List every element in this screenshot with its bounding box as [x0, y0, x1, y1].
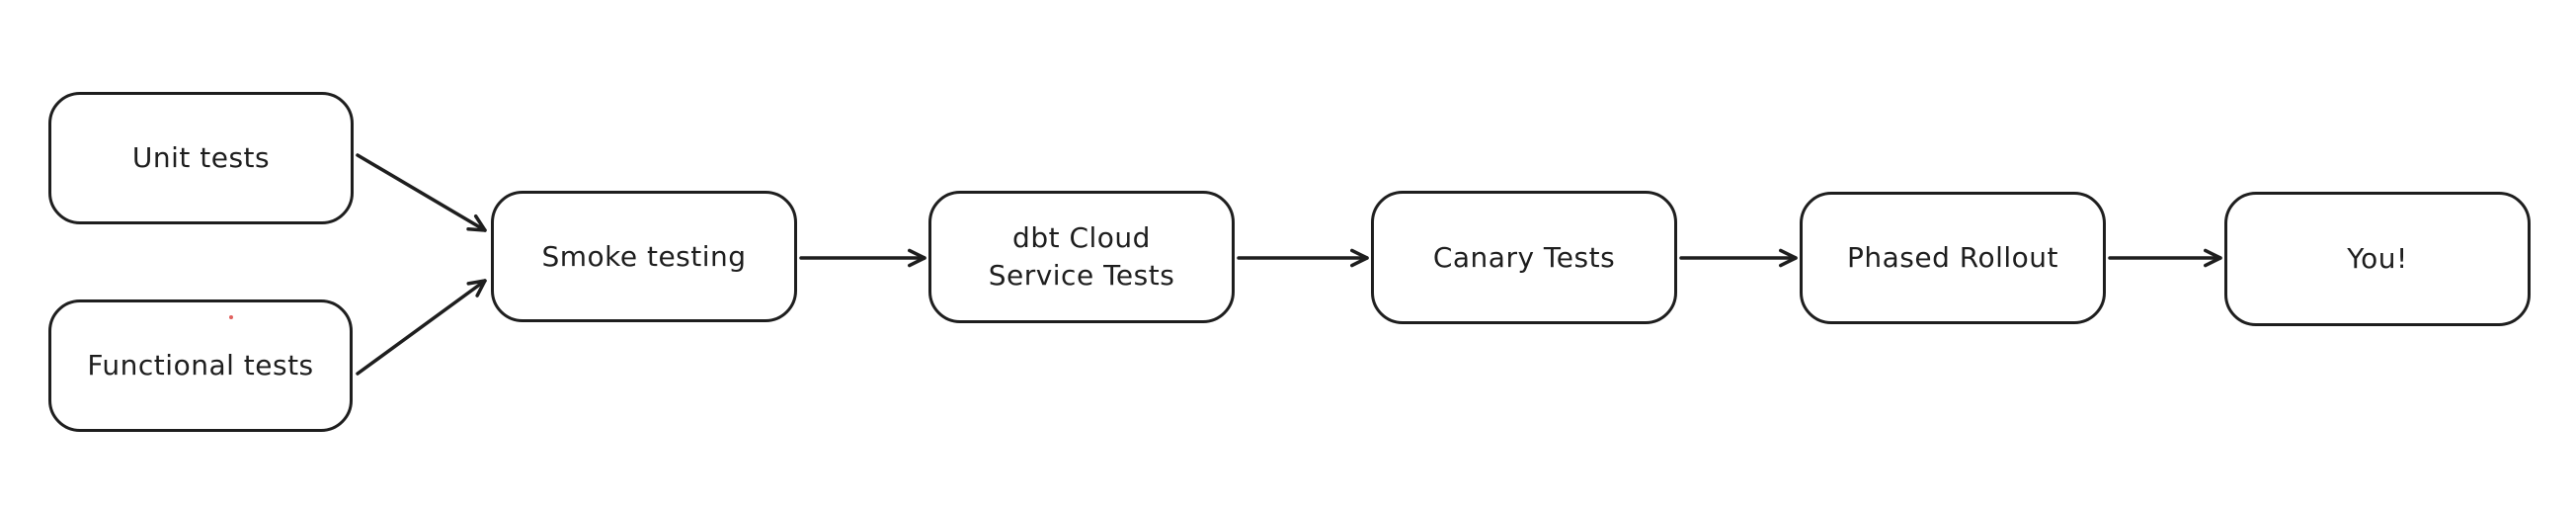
node-label-unit-tests: Unit tests: [131, 141, 271, 174]
arrow-smoke-testing-to-dbt-cloud-service-tests: [799, 248, 926, 268]
node-canary-tests: Canary Tests: [1371, 191, 1677, 324]
arrow-phased-rollout-to-you: [2108, 248, 2222, 268]
node-label-you: You!: [2347, 242, 2408, 275]
node-label-dbt-cloud-line-1: dbt Cloud: [1012, 221, 1151, 254]
node-you: You!: [2224, 192, 2531, 326]
node-unit-tests: Unit tests: [48, 92, 354, 224]
node-label-dbt-cloud-line-2: Service Tests: [988, 259, 1175, 292]
node-label-phased-rollout: Phased Rollout: [1846, 241, 2059, 274]
node-label-canary-tests: Canary Tests: [1432, 240, 1616, 274]
red-dot-artifact: [229, 315, 233, 319]
arrow-dbt-cloud-service-tests-to-canary-tests: [1237, 248, 1369, 268]
node-label-smoke-testing: Smoke testing: [541, 239, 747, 273]
node-smoke-testing: Smoke testing: [491, 191, 797, 322]
node-functional-tests: Functional tests: [48, 299, 353, 432]
arrow-functional-tests-to-smoke-testing: [356, 279, 487, 376]
node-label-functional-tests: Functional tests: [87, 349, 314, 382]
node-phased-rollout: Phased Rollout: [1800, 192, 2106, 324]
node-dbt-cloud-service-tests: dbt Cloud Service Tests: [928, 191, 1235, 323]
arrow-canary-tests-to-phased-rollout: [1679, 248, 1798, 268]
arrow-unit-tests-to-smoke-testing: [356, 153, 487, 232]
